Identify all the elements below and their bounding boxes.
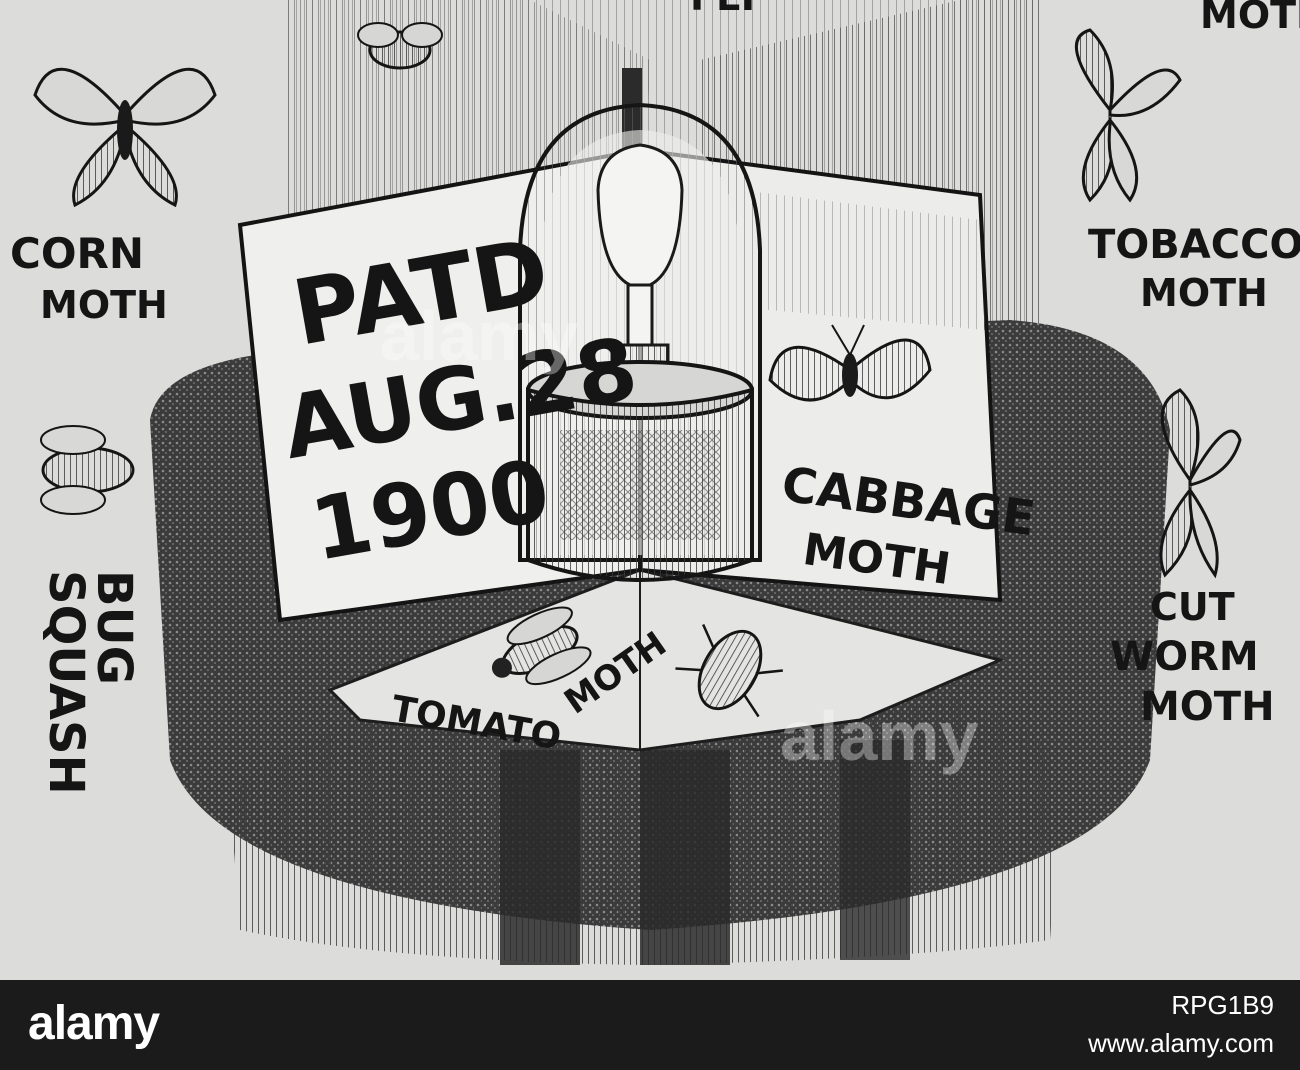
basin-shade-1 xyxy=(500,750,580,965)
watermark-lower: alamy xyxy=(780,697,979,775)
tobacco-moth-insect xyxy=(1074,28,1182,203)
corn-moth-insect xyxy=(33,67,217,208)
stock-footer-bar: alamy RPG1B9 www.alamy.com xyxy=(0,980,1300,1070)
brand-logo[interactable]: alamy xyxy=(28,997,160,1050)
basin-shade-3 xyxy=(840,740,910,960)
corn-moth-label: MOTH xyxy=(40,283,168,327)
tobacco-moth-label: MOTH xyxy=(1140,271,1268,315)
moth-top-right-label: MOTH xyxy=(1200,0,1300,37)
bug-label: BUG xyxy=(86,570,142,685)
lamp-flame xyxy=(596,143,684,287)
basin-shade-2 xyxy=(640,750,730,965)
cutworm-label-1: CUT xyxy=(1150,585,1235,629)
engraving-illustration: FLY MOTH CORN MOTH TOBACCO MOTH PATD AUG… xyxy=(10,0,1300,965)
insect-trap-engraving: FLY MOTH CORN MOTH TOBACCO MOTH PATD AUG… xyxy=(10,0,1300,965)
squash-label: SQUASH xyxy=(38,570,94,795)
cutworm-label-3: MOTH xyxy=(1140,684,1275,730)
corn-label: CORN xyxy=(10,229,144,278)
tobacco-label: TOBACCO xyxy=(1088,222,1300,268)
beetle-insect xyxy=(675,623,783,718)
cutworm-moth-insect xyxy=(1159,388,1242,579)
cutworm-label-2: WORM xyxy=(1110,634,1259,680)
fly-label: FLY xyxy=(690,0,762,19)
watermark-center: alamy xyxy=(380,297,579,375)
image-id: RPG1B9 xyxy=(1171,990,1274,1020)
top-fly-insect xyxy=(357,22,443,70)
cabbage-moth-insect xyxy=(768,324,932,402)
squash-bug-insect xyxy=(40,425,135,515)
site-url-link[interactable]: www.alamy.com xyxy=(1088,1028,1274,1058)
fly-insect xyxy=(491,606,592,686)
